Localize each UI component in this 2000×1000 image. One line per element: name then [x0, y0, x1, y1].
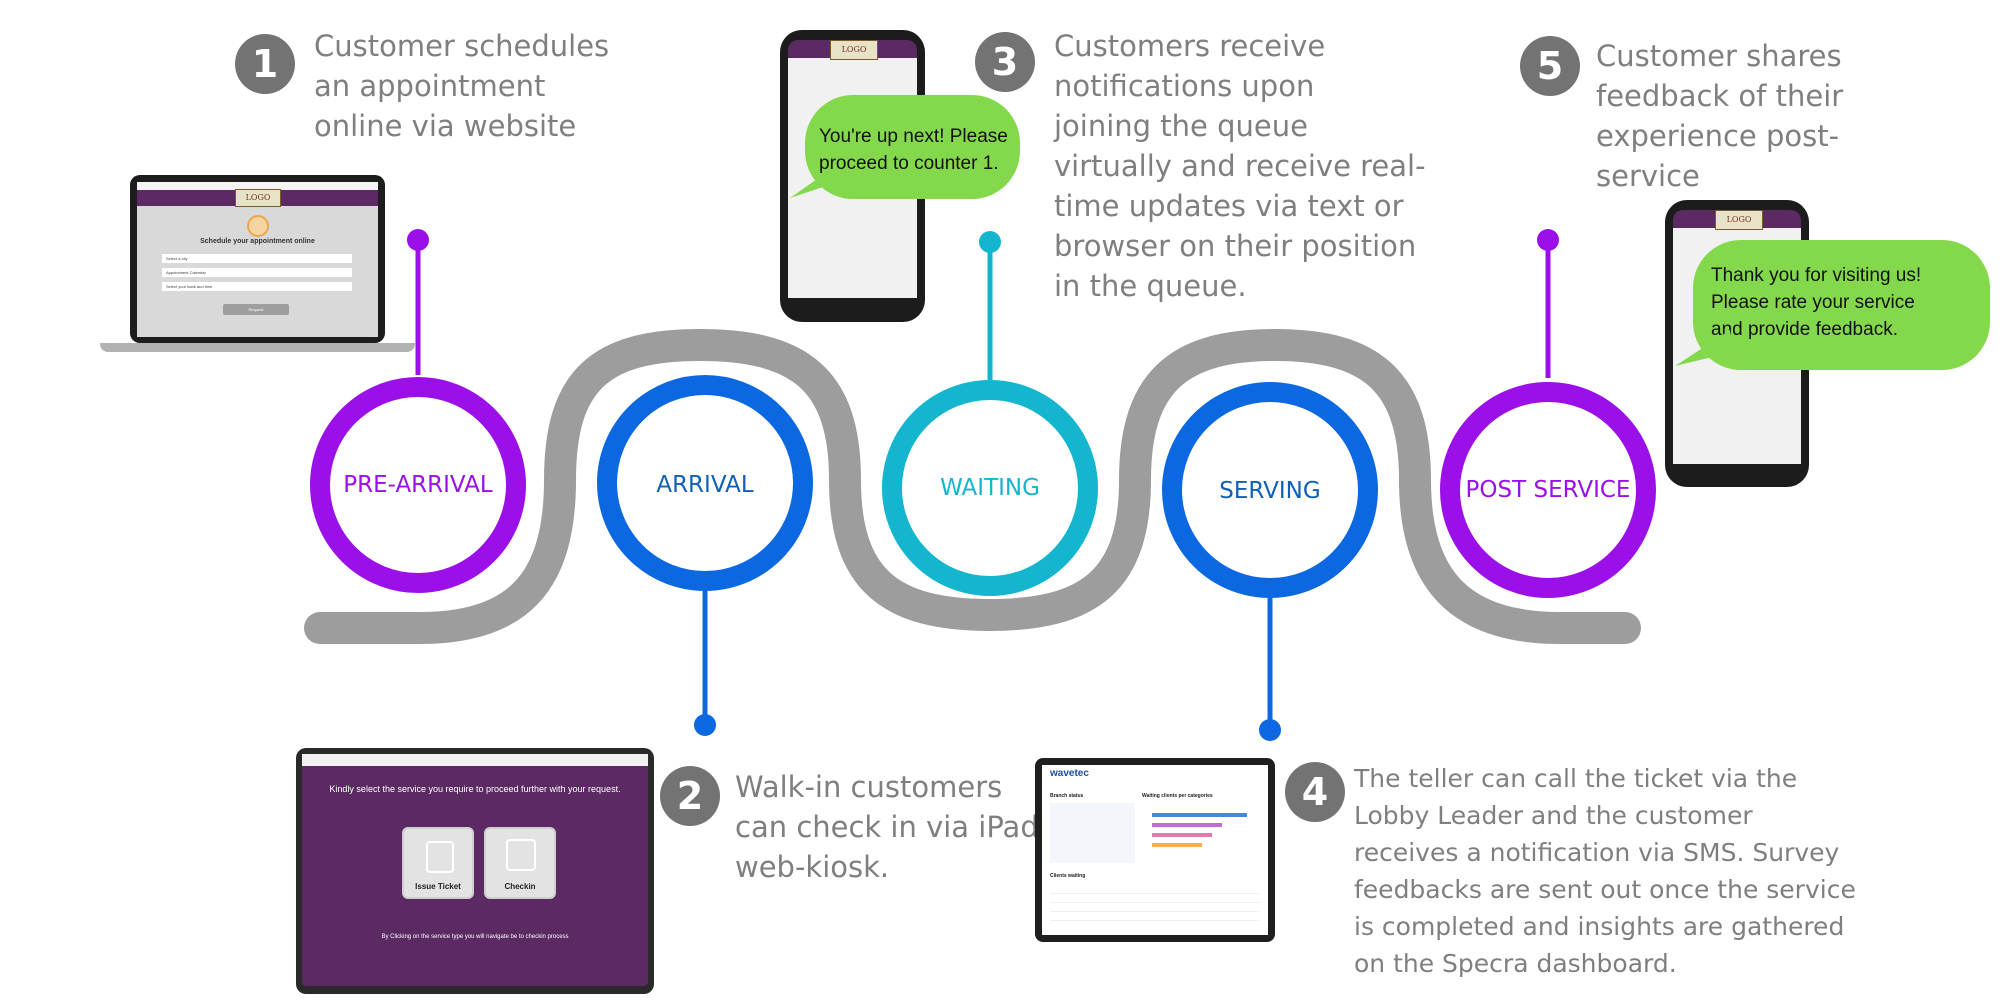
- laptop-url-bar: [137, 182, 378, 190]
- dot-post-service: [1537, 229, 1559, 251]
- dashboard-bar-1: [1152, 813, 1247, 817]
- kiosk-footer-note: By Clicking on the service type you will…: [381, 934, 569, 940]
- dot-serving: [1259, 719, 1281, 741]
- post-bubble-tail: [1675, 330, 1733, 366]
- dot-waiting: [979, 231, 1001, 253]
- laptop-display: LOGO Schedule your appointment online Se…: [137, 182, 378, 337]
- stage-label-arrival: ARRIVAL: [656, 472, 754, 498]
- kiosk-tile-label-checkin: Checkin: [504, 882, 536, 891]
- checkin-calendar-icon: [506, 839, 536, 871]
- calendar-icon: [247, 215, 269, 237]
- stage-label-pre-arrival: PRE-ARRIVAL: [343, 472, 493, 498]
- kiosk-prompt: Kindly select the service you require to…: [329, 784, 621, 794]
- dot-pre-arrival: [407, 229, 429, 251]
- dashboard-screen: wavetec Branch status Waiting clients pe…: [1042, 765, 1268, 935]
- step-number-1: 1: [235, 34, 295, 94]
- stage-label-post-service: POST SERVICE: [1465, 477, 1631, 503]
- ring-waiting: [882, 380, 1098, 596]
- post-service-feedback-bubble: Thank you for visiting us! Please rate y…: [1693, 240, 1990, 370]
- kiosk-screen: Kindly select the service you require to…: [302, 754, 648, 986]
- step-number-3: 3: [975, 32, 1035, 92]
- laptop-field-2[interactable]: Appointment Calendar: [162, 268, 352, 277]
- dashboard-section-waiting-categories: Waiting clients per categories: [1142, 793, 1213, 799]
- laptop-illustration: LOGO Schedule your appointment online Se…: [100, 175, 415, 355]
- ring-post-service: [1440, 382, 1656, 598]
- laptop-base: [100, 343, 415, 352]
- step-text-4: The teller can call the ticket via the L…: [1354, 764, 1856, 978]
- waiting-notification-bubble: You're up next! Please proceed to counte…: [805, 95, 1020, 199]
- kiosk-issue-ticket-tile[interactable]: Issue Ticket: [402, 827, 474, 899]
- dashboard-bar-3: [1152, 833, 1212, 837]
- stage-label-waiting: WAITING: [940, 475, 1040, 501]
- ring-pre-arrival: [310, 377, 526, 593]
- phone-waiting-logo: LOGO: [830, 40, 878, 60]
- step-text-5: Customer shares feedback of their experi…: [1596, 39, 1844, 193]
- kiosk-tablet: Kindly select the service you require to…: [296, 748, 654, 994]
- laptop-logo: LOGO: [235, 189, 281, 207]
- step-text-1: Customer schedules an appointment online…: [314, 29, 610, 143]
- kiosk-url-bar: [302, 754, 648, 766]
- laptop-request-button[interactable]: Request: [223, 304, 289, 315]
- phone-post-logo: LOGO: [1715, 210, 1763, 230]
- step-number-2: 2: [660, 766, 720, 826]
- laptop-heading: Schedule your appointment online: [200, 238, 315, 245]
- kiosk-checkin-tile[interactable]: Checkin: [484, 827, 556, 899]
- ring-arrival: [597, 375, 813, 591]
- step-number-4: 4: [1285, 762, 1345, 822]
- dashboard-table: [1050, 885, 1260, 929]
- dashboard-section-clients-waiting: Clients waiting: [1050, 873, 1086, 879]
- dashboard-stat-cards: [1050, 803, 1135, 863]
- dashboard-bar-4: [1152, 843, 1202, 847]
- kiosk-tile-label-issue-ticket: Issue Ticket: [415, 882, 461, 891]
- waiting-bubble-tail: [790, 170, 838, 198]
- step-number-5: 5: [1520, 36, 1580, 96]
- dot-arrival: [694, 714, 716, 736]
- dashboard-brand: wavetec: [1050, 768, 1089, 779]
- dashboard-tablet: wavetec Branch status Waiting clients pe…: [1035, 758, 1275, 942]
- dashboard-section-branch-status: Branch status: [1050, 793, 1084, 799]
- ticket-icon: [426, 841, 454, 873]
- laptop-field-3[interactable]: Select your bank and time: [162, 282, 352, 291]
- ring-serving: [1162, 382, 1378, 598]
- step-text-2: Walk-in customers can check in via iPad …: [735, 770, 1039, 884]
- laptop-field-1[interactable]: Select a city: [162, 254, 352, 263]
- stage-label-serving: SERVING: [1219, 478, 1321, 504]
- dashboard-bar-2: [1152, 823, 1222, 827]
- step-text-3: Customers receive notifications upon joi…: [1054, 29, 1426, 303]
